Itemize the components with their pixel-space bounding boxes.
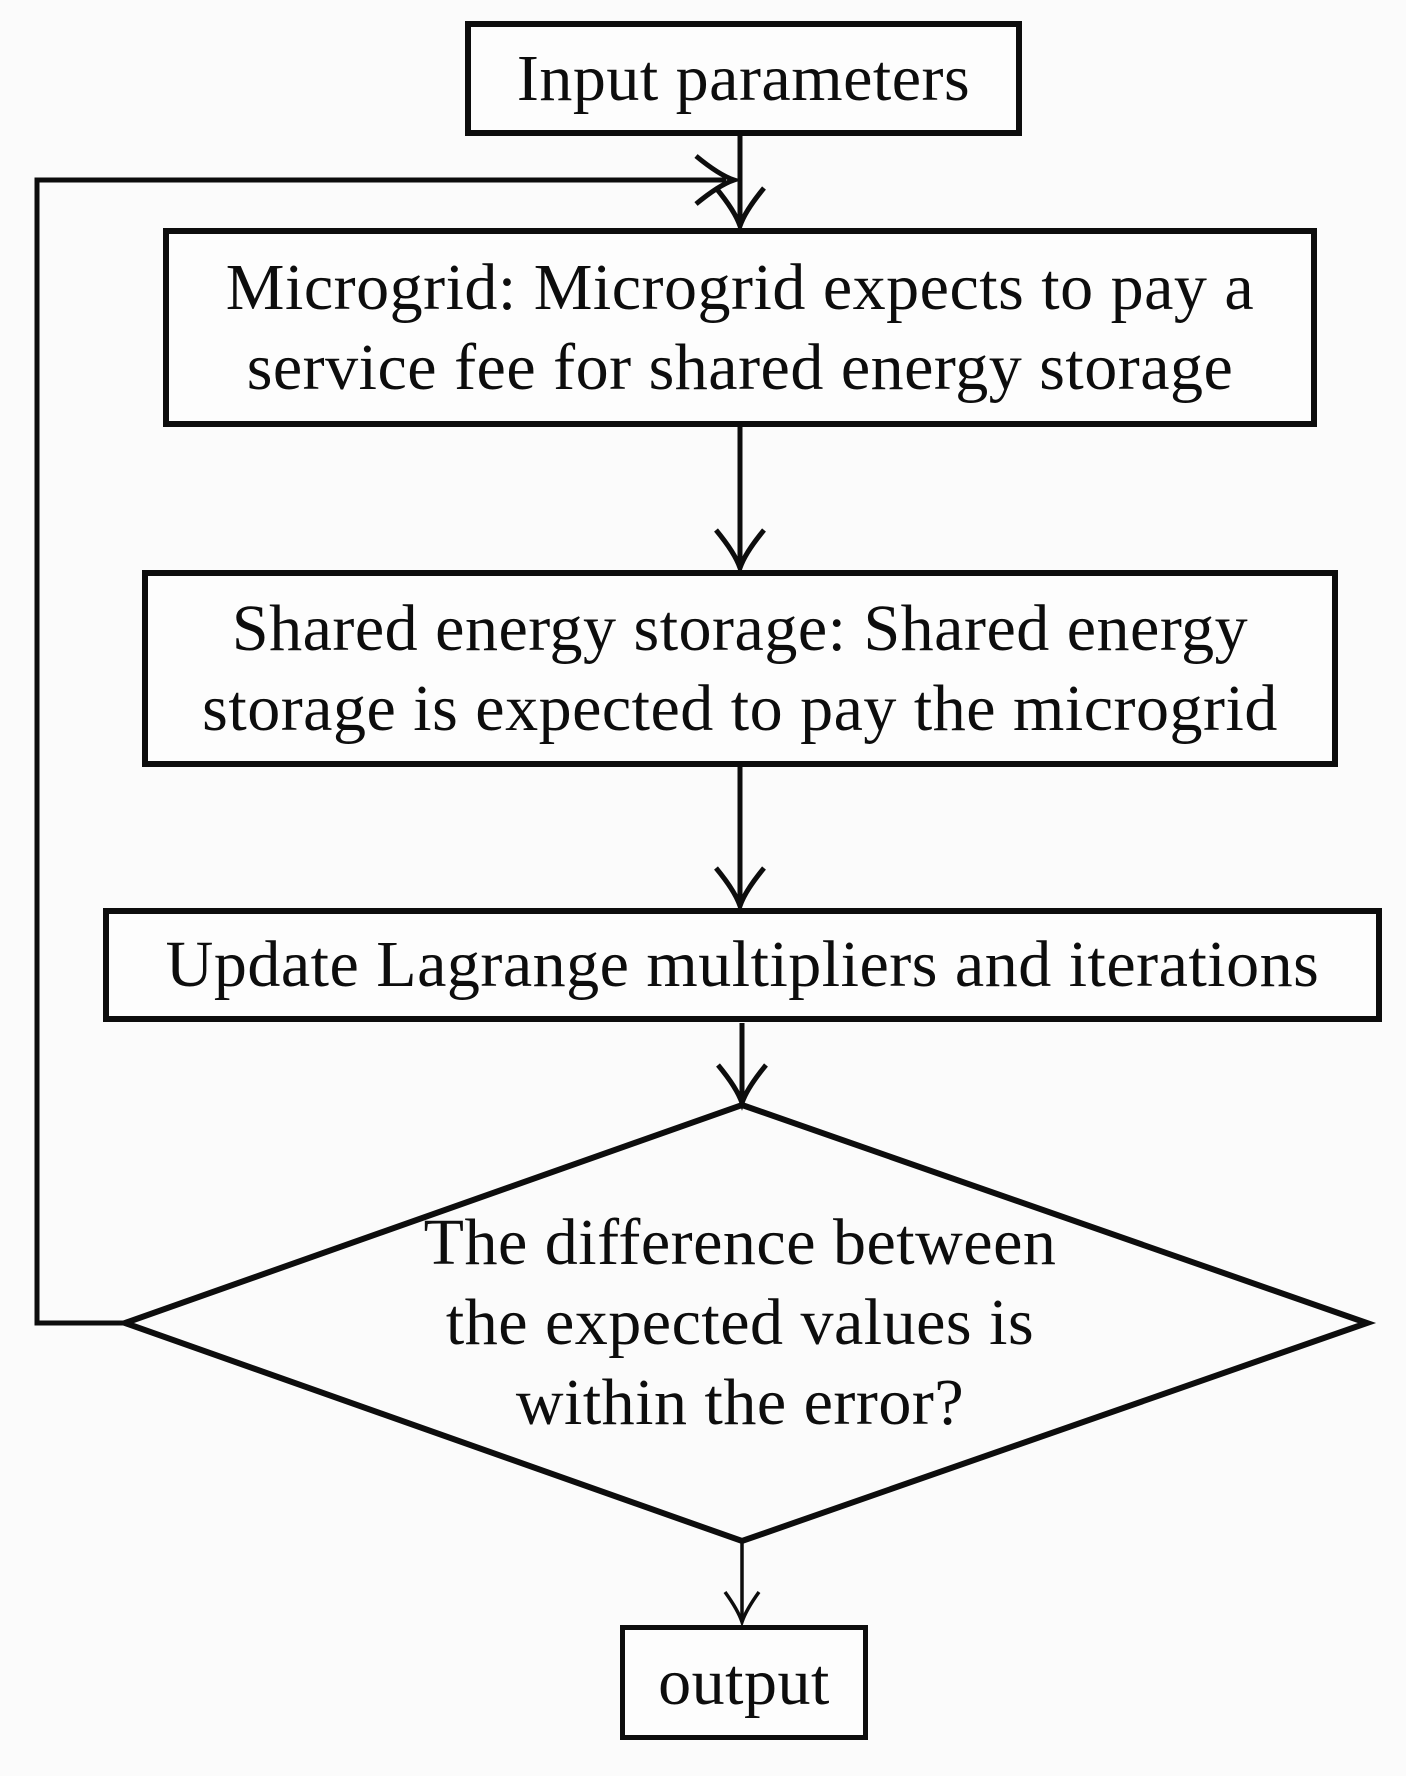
decision-line1: The difference between <box>423 1206 1057 1279</box>
node-label-line1: Shared energy storage: Shared energy <box>231 591 1249 665</box>
arrowhead-down-icon <box>723 1590 761 1628</box>
node-label: Update Lagrange multipliers and iteratio… <box>165 928 1320 1001</box>
node-microgrid: Microgrid: Microgrid expects to pay a se… <box>163 228 1317 427</box>
arrowhead-down-icon <box>714 528 766 576</box>
arrowhead-right-icon <box>694 154 742 206</box>
node-output: output <box>620 1625 868 1740</box>
node-shared-energy-storage: Shared energy storage: Shared energy sto… <box>142 570 1338 767</box>
node-label-line2: storage is expected to pay the microgrid <box>202 671 1278 745</box>
decision-line2: the expected values is <box>445 1286 1035 1359</box>
node-label: Input parameters <box>516 41 971 115</box>
arrowhead-down-icon <box>714 186 766 234</box>
node-update-lagrange: Update Lagrange multipliers and iteratio… <box>103 908 1382 1022</box>
decision-line3: within the error? <box>515 1366 965 1439</box>
node-decision-label: The difference between the expected valu… <box>140 1203 1340 1443</box>
node-input-parameters: Input parameters <box>465 21 1022 136</box>
node-label-line2: service fee for shared energy storage <box>246 330 1234 404</box>
arrowhead-down-icon <box>714 866 766 914</box>
node-label: output <box>658 1645 830 1719</box>
node-label-line1: Microgrid: Microgrid expects to pay a <box>225 250 1255 324</box>
feedback-loop-line <box>34 177 726 1326</box>
